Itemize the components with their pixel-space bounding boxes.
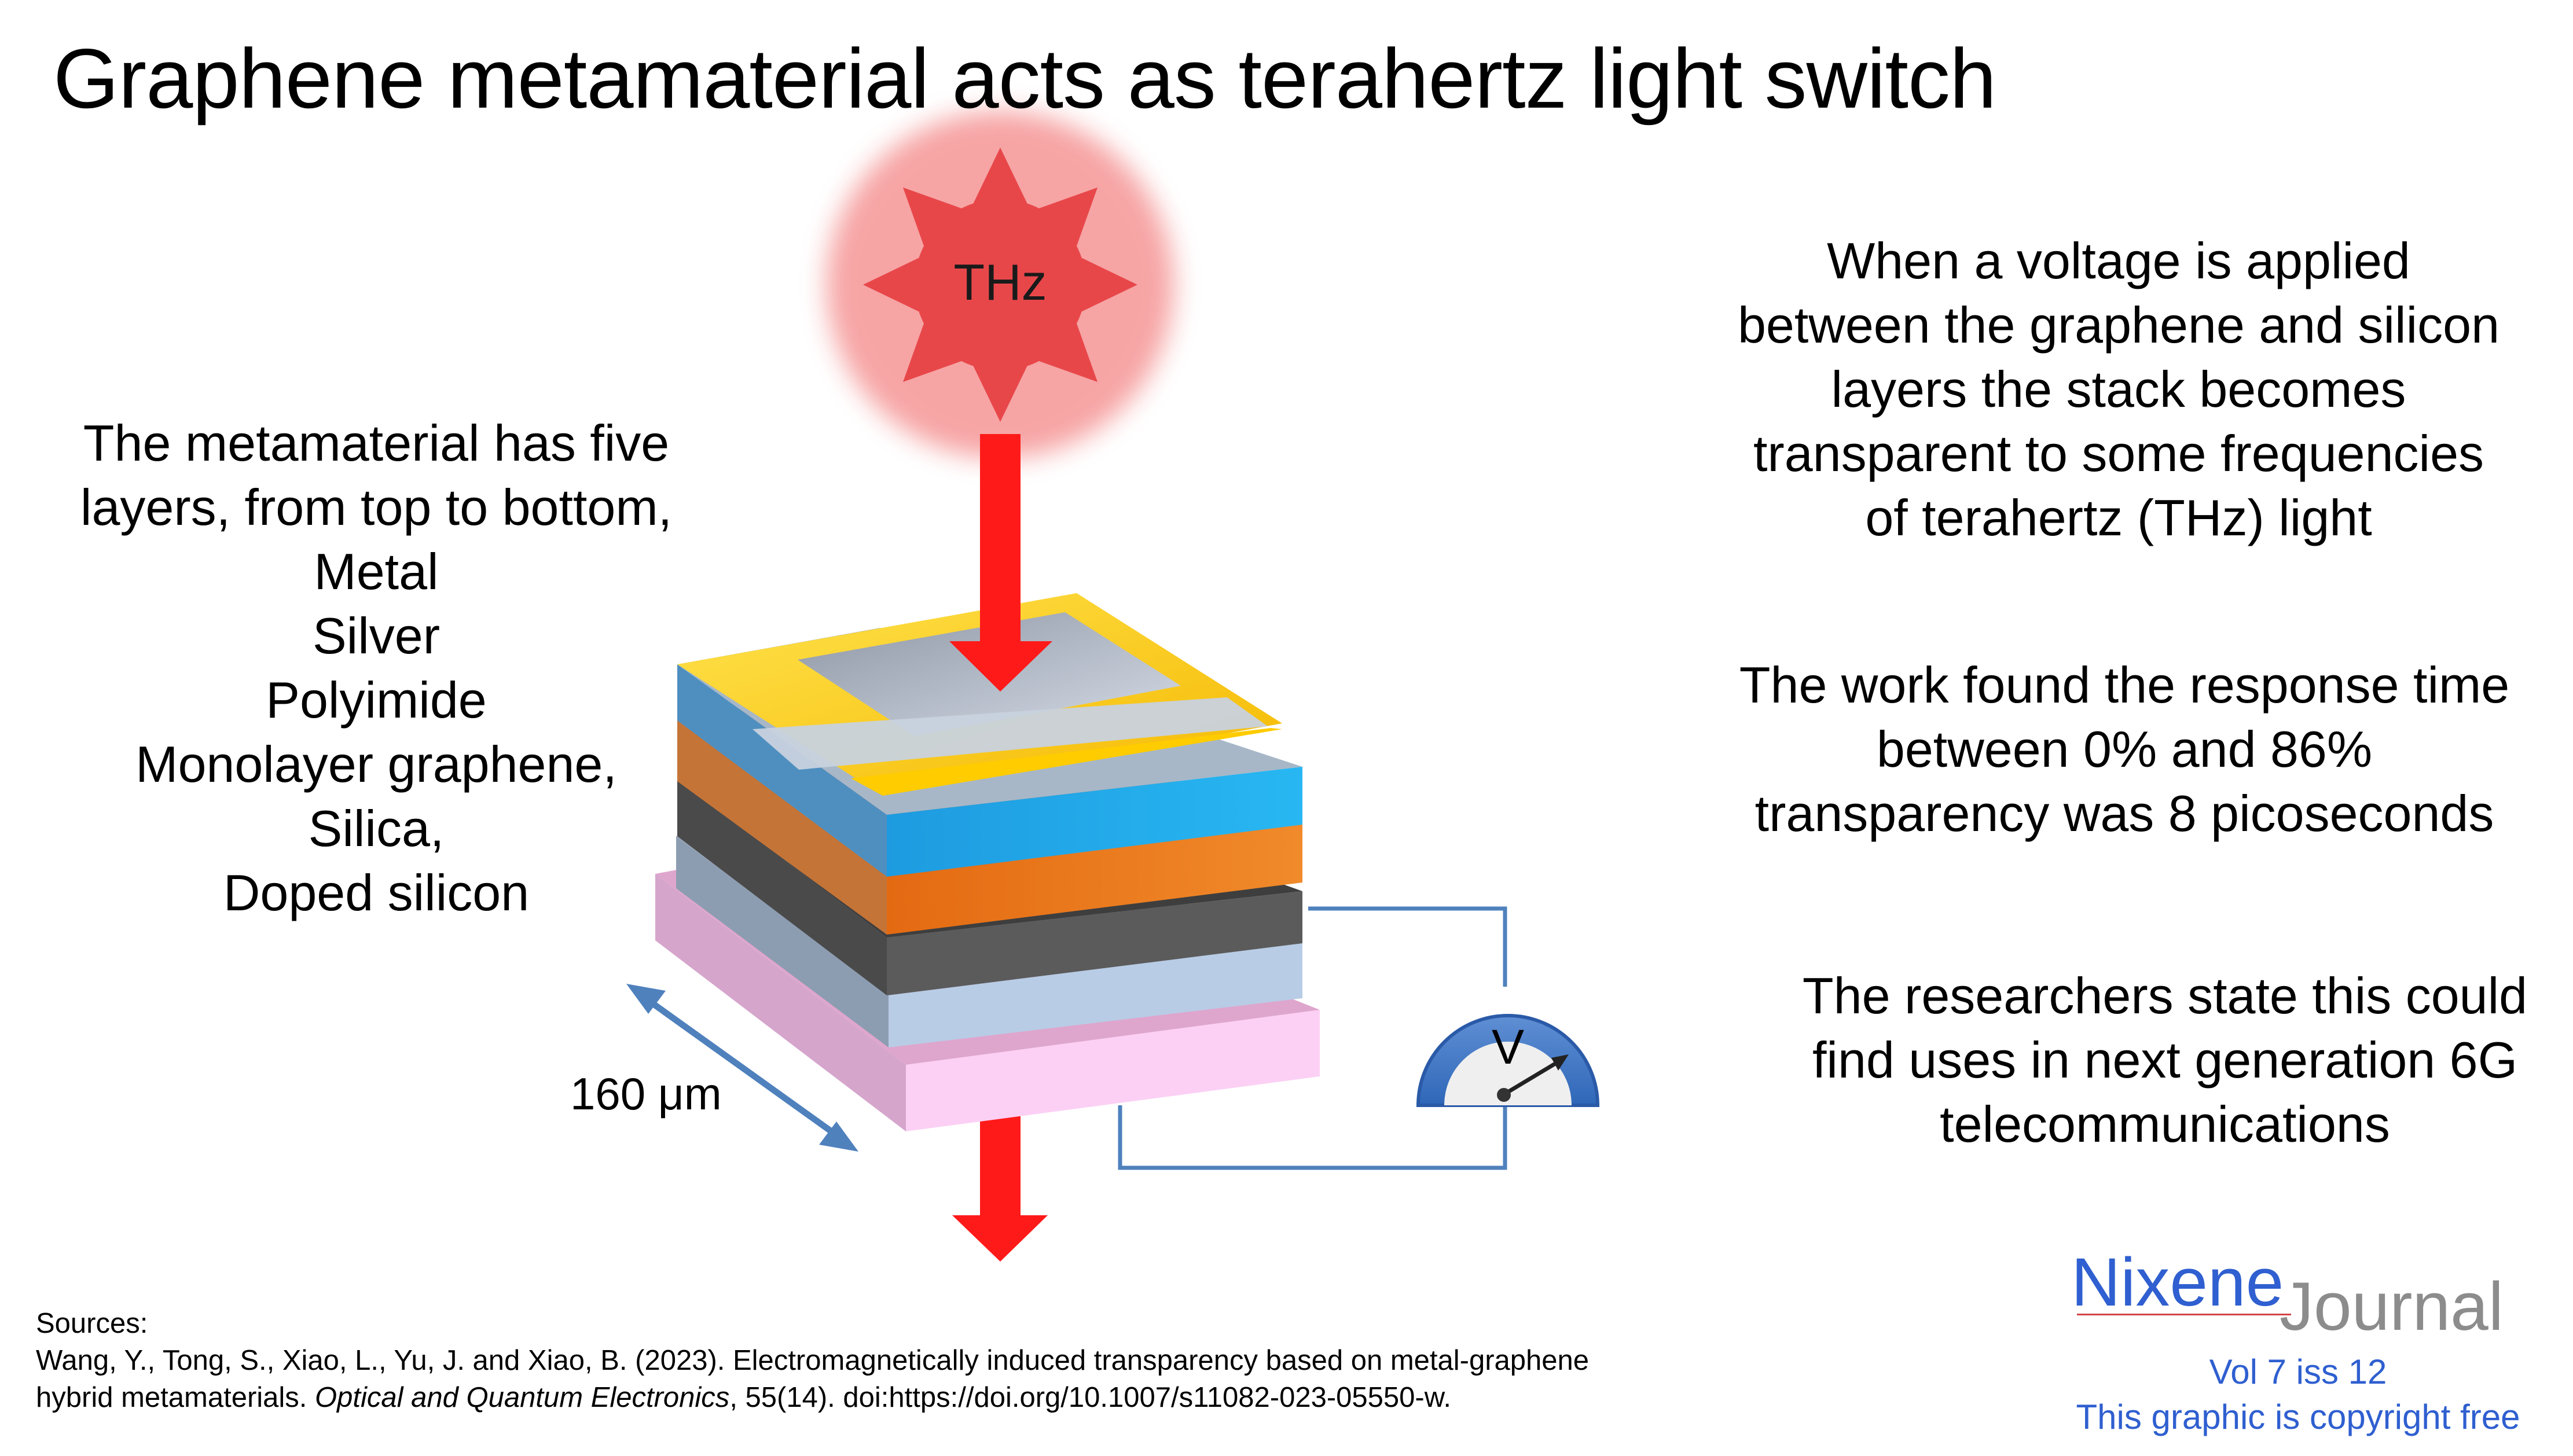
citation-line-1: Wang, Y., Tong, S., Xiao, L., Yu, J. and… (36, 1345, 1590, 1376)
logo-journal: Journal (2280, 1269, 2504, 1345)
citation-prefix: hybrid metamaterials. (36, 1382, 315, 1413)
layer-name-metal: Metal (314, 543, 439, 600)
transmitted-arrow (952, 1100, 1048, 1262)
citation-suffix: , 55(14). doi:https://doi.org/10.1007/s1… (729, 1382, 1452, 1413)
issue-info: Vol 7 iss 12 This graphic is copyright f… (2038, 1350, 2559, 1440)
layer-name-silica: Silica, (308, 800, 445, 857)
text-line: When a voltage is applied (1827, 232, 2410, 289)
text-line: transparency was 8 picoseconds (1755, 785, 2494, 842)
text-line: find uses in next generation 6G (1812, 1031, 2518, 1089)
text-line: of terahertz (THz) light (1865, 489, 2372, 546)
citation-journal: Optical and Quantum Electronics (315, 1382, 730, 1413)
text-line: transparent to some frequencies (1753, 425, 2484, 482)
dimension-label: 160 μm (570, 1068, 722, 1119)
layer-name-silver: Silver (312, 607, 441, 664)
response-time-explanation: The work found the response time between… (1696, 653, 2553, 845)
text-line: The work found the response time (1739, 656, 2510, 714)
text-line: layers the stack becomes (1831, 361, 2406, 418)
layer-stack (655, 593, 1320, 1131)
layer-name-graphene: Monolayer graphene, (135, 736, 617, 793)
incident-arrow (949, 434, 1052, 692)
text-line: between the graphene and silicon (1737, 296, 2500, 354)
text-line: telecommunications (1940, 1095, 2390, 1153)
text-line: layers, from top to bottom, (80, 479, 673, 536)
nixene-journal-logo: Nixene Journal (2071, 1243, 2523, 1345)
voltmeter-icon: V (1416, 1014, 1600, 1107)
voltage-explanation: When a voltage is applied between the gr… (1690, 229, 2547, 550)
text-line: The researchers state this could (1802, 967, 2528, 1024)
voltmeter-label: V (1492, 1020, 1524, 1074)
text-line: The metamaterial has five (83, 414, 670, 472)
text-line: between 0% and 86% (1876, 720, 2373, 778)
citation-line-2: hybrid metamaterials. Optical and Quantu… (36, 1379, 1888, 1416)
copyright-note: This graphic is copyright free (2076, 1398, 2520, 1436)
applications-explanation: The researchers state this could find us… (1748, 964, 2573, 1156)
sources-citation: Sources: Wang, Y., Tong, S., Xiao, L., Y… (36, 1305, 1888, 1416)
layer-name-polyimide: Polyimide (266, 671, 487, 729)
voltage-circuit (1118, 906, 1507, 1170)
layers-description: The metamaterial has five layers, from t… (41, 411, 712, 925)
dimension-arrow (626, 984, 858, 1152)
logo-underline (2077, 1314, 2291, 1315)
thz-sun-icon: THz (827, 111, 1174, 458)
layer-name-doped-silicon: Doped silicon (223, 864, 530, 921)
page-title: Graphene metamaterial acts as terahertz … (53, 31, 1996, 126)
logo-nixene: Nixene (2071, 1244, 2284, 1321)
thz-label: THz (953, 253, 1047, 311)
sources-label: Sources: (36, 1308, 148, 1339)
volume-issue: Vol 7 iss 12 (2209, 1352, 2387, 1391)
